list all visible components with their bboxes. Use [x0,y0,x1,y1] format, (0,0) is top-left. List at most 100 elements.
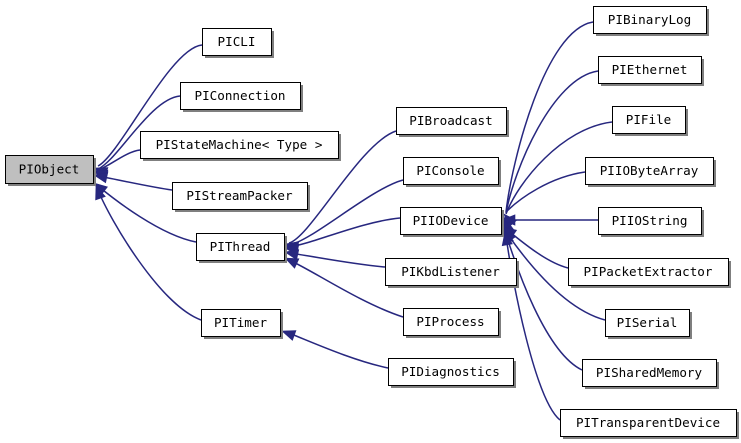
edge-pistreampacker-to-piobject [93,172,173,191]
edge-line [505,121,613,215]
edge-line [505,235,561,421]
node-pistatemachine[interactable]: PIStateMachine< Type > [140,131,342,162]
edge-pidiagnostics-to-pitimer [281,330,389,369]
node-box[interactable] [612,106,686,134]
node-label: PIConsole [416,163,484,178]
edge-pitimer-to-piobject [95,185,202,321]
node-piprocess[interactable]: PIProcess [403,308,502,339]
node-label: PISerial [617,315,678,330]
edge-pibinarylog-to-piiodevice [500,21,594,230]
node-piobject[interactable]: PIObject [5,155,97,187]
node-box[interactable] [396,107,507,135]
node-box[interactable] [202,28,272,56]
edge-line [288,252,386,268]
edge-arrowhead [95,185,106,201]
node-box[interactable] [400,207,502,235]
node-piconnection[interactable]: PIConnection [180,82,304,113]
edge-line [505,21,594,213]
node-label: PIIOString [612,213,688,228]
node-label: PIBroadcast [409,113,492,128]
node-box[interactable] [388,358,514,386]
edge-piiobytearray-to-piiodevice [503,171,586,228]
node-pibroadcast[interactable]: PIBroadcast [396,107,510,138]
edge-arrowhead [501,214,516,226]
edge-arrowhead [284,249,300,261]
node-box[interactable] [593,6,707,34]
node-pibinarylog[interactable]: PIBinaryLog [593,6,710,37]
node-box[interactable] [403,308,499,336]
edge-piiostring-to-piiodevice [501,214,598,226]
edge-line [97,189,202,321]
node-piserial[interactable]: PISerial [605,309,693,340]
node-layer: PIObject PICLI PIConnectionPIStateMachine<… [5,6,740,440]
node-box[interactable] [605,309,690,337]
node-piiostring[interactable]: PIIOString [598,207,705,238]
node-box-root[interactable] [5,155,94,184]
node-label: PITransparentDevice [576,415,720,430]
node-box[interactable] [172,182,308,210]
edge-piiodevice-to-pithread [284,217,401,256]
node-pisharedmemory[interactable]: PISharedMemory [582,359,720,390]
node-label: PIStateMachine< Type > [156,137,323,152]
edge-line [505,70,599,214]
node-pidiagnostics[interactable]: PIDiagnostics [388,358,517,389]
node-pistreampacker[interactable]: PIStreamPacker [172,182,311,213]
node-box[interactable] [403,157,499,185]
node-label: PIEthernet [612,62,688,77]
node-label: PIIOByteArray [600,163,699,178]
node-pitransparentdevice[interactable]: PITransparentDevice [560,409,740,440]
edge-line [285,331,389,369]
node-label: PIFile [626,112,672,127]
edge-arrowhead [501,231,513,247]
edge-piprocess-to-pithread [284,257,404,318]
node-piconsole[interactable]: PIConsole [403,157,502,188]
node-box[interactable] [560,409,737,437]
node-box[interactable] [598,207,702,235]
node-box[interactable] [585,157,714,185]
node-box[interactable] [568,258,729,286]
node-label: PIKbdListener [401,264,500,279]
node-piiodevice[interactable]: PIIODevice [400,207,505,238]
edge-line [505,233,583,371]
node-box[interactable] [201,309,281,337]
node-label: PIObject [19,162,80,177]
edge-line [97,175,173,191]
edge-line [97,149,141,171]
node-box[interactable] [598,56,702,84]
node-piiobytearray[interactable]: PIIOByteArray [585,157,717,188]
node-box[interactable] [385,258,517,286]
node-pipacketextractor[interactable]: PIPacketExtractor [568,258,732,289]
edge-line [97,44,203,167]
edge-arrowhead [284,257,300,269]
edge-layer [93,21,613,421]
node-box[interactable] [582,359,717,387]
node-label: PITimer [214,315,267,330]
node-pitimer[interactable]: PITimer [201,309,284,340]
edge-piethernet-to-piiodevice [501,70,599,231]
node-label: PIStreamPacker [186,188,293,203]
node-pithread[interactable]: PIThread [196,233,288,264]
edge-line [288,179,404,246]
node-label: PIProcess [416,314,484,329]
edge-pisharedmemory-to-piiodevice [503,229,583,371]
node-label: PIThread [210,239,271,254]
edge-arrowhead [281,330,297,341]
edge-line [505,171,586,213]
edge-line [288,259,404,318]
node-box[interactable] [196,233,285,261]
node-picli[interactable]: PICLI [202,28,275,59]
edge-line [288,217,401,248]
node-pifile[interactable]: PIFile [612,106,689,137]
node-piethernet[interactable]: PIEthernet [598,56,705,87]
edge-pikbdlistener-to-pithread [284,249,386,268]
node-label: PIDiagnostics [401,364,500,379]
edge-line [288,130,397,244]
node-box[interactable] [140,131,339,159]
edge-arrowhead [93,172,109,184]
node-label: PISharedMemory [596,365,703,380]
node-label: PIBinaryLog [608,12,691,27]
node-pikbdlistener[interactable]: PIKbdListener [385,258,520,289]
node-box[interactable] [180,82,301,110]
